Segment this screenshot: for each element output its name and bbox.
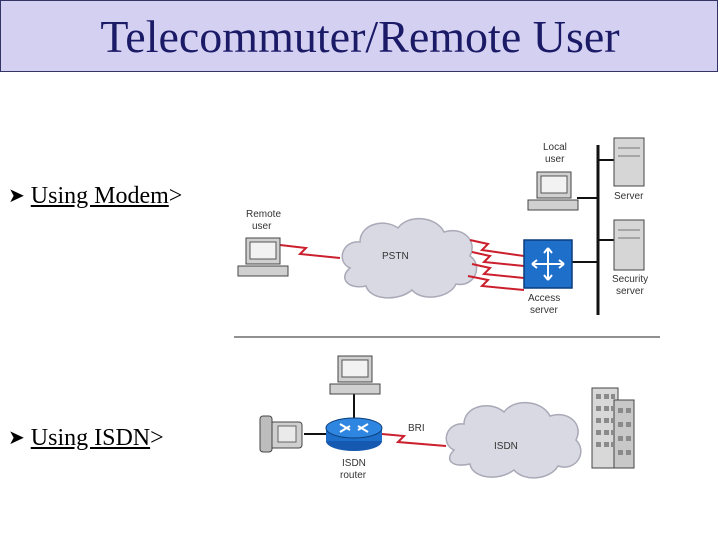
telephone-icon <box>259 415 303 453</box>
local-user-label-2: user <box>545 154 565 165</box>
security-server-label-2: server <box>616 286 644 297</box>
title-bar: Telecommuter/Remote User <box>0 0 718 72</box>
bullet-arrow-icon: ➤ <box>8 427 25 449</box>
remote-user-label-1: Remote <box>246 209 281 220</box>
bullet-modem-suffix: > <box>168 183 183 209</box>
pstn-label: PSTN <box>382 251 409 262</box>
bri-link <box>381 433 447 447</box>
bullet-modem: ➤Using Modem> <box>8 183 182 210</box>
server-label: Server <box>614 191 644 202</box>
isdn-pc-icon <box>329 355 381 395</box>
isdn-router-icon <box>325 417 383 451</box>
bri-label: BRI <box>408 423 425 434</box>
isdn-router-label-1: ISDN <box>342 458 366 469</box>
server-icon <box>613 137 645 187</box>
office-building-icon <box>591 387 635 469</box>
remote-user-label-2: user <box>252 221 272 232</box>
remote-user-computer-icon <box>237 237 289 277</box>
bullet-isdn: ➤Using ISDN> <box>8 425 164 452</box>
local-user-computer-icon <box>527 171 579 211</box>
isdn-router-label-2: router <box>340 470 367 481</box>
bullet-isdn-suffix: > <box>150 425 164 451</box>
isdn-cloud-label: ISDN <box>494 441 518 452</box>
isdn-cloud <box>445 402 582 479</box>
access-server-label-1: Access <box>528 293 560 304</box>
access-server-label-2: server <box>530 305 558 316</box>
pstn-cloud <box>341 218 478 299</box>
slide-title: Telecommuter/Remote User <box>100 11 620 62</box>
bullet-arrow-icon: ➤ <box>8 185 25 207</box>
network-diagram: PSTN Local user Server <box>232 100 662 535</box>
access-server-icon <box>523 239 573 289</box>
local-user-label-1: Local <box>543 142 567 153</box>
bullet-modem-text: Using Modem <box>30 183 169 209</box>
bullet-isdn-text: Using ISDN <box>30 425 151 451</box>
security-server-icon <box>613 219 645 271</box>
modem-links <box>279 239 525 291</box>
security-server-label-1: Security <box>612 274 648 285</box>
